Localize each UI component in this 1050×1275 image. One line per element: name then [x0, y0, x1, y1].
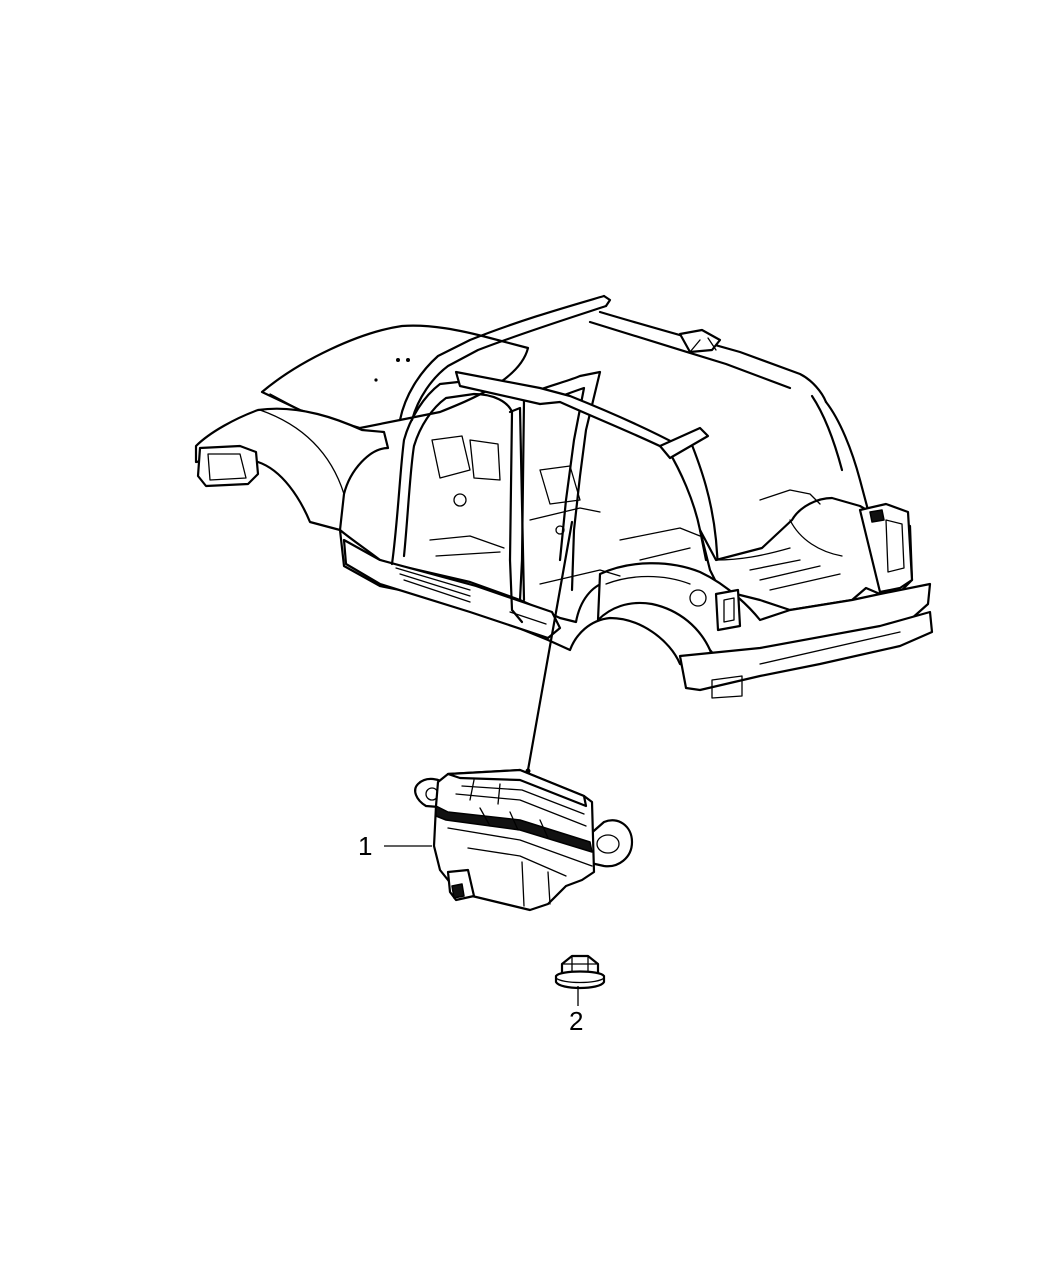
- part-1-control-module: [414, 768, 634, 912]
- callout-1-label: 1: [358, 831, 372, 861]
- part-2-flange-nut: [554, 954, 606, 990]
- callout-2: 2: [569, 986, 583, 1036]
- callout-2-label: 2: [569, 1006, 583, 1036]
- callout-1: 1: [358, 831, 432, 861]
- vehicle-body-illustration: [194, 294, 934, 699]
- module-location-leader: [526, 520, 574, 772]
